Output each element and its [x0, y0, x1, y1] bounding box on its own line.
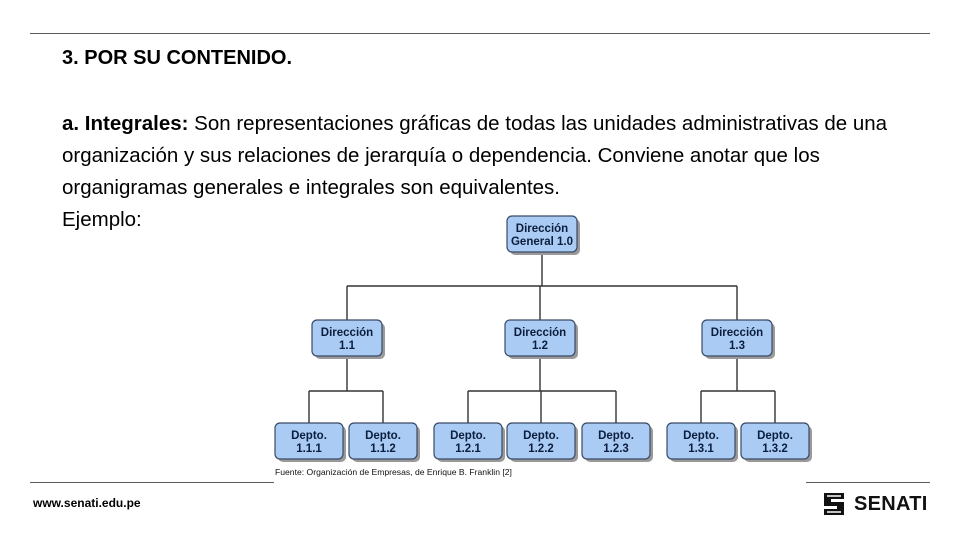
senati-s-icon	[824, 493, 844, 515]
example-label: Ejemplo:	[62, 208, 142, 231]
box-dept-3-2-label-line2: 1.3.2	[762, 443, 788, 455]
box-root-label-line2: General 1.0	[511, 236, 573, 248]
box-dept-2-1	[433, 422, 503, 460]
senati-logo-text: SENATI	[854, 492, 928, 515]
box-dept-3-1-label-line1: Depto.	[683, 430, 719, 442]
chart-source-caption: Fuente: Organización de Empresas, de Enr…	[275, 467, 512, 477]
definition-text: Son representaciones gráficas de todas l…	[62, 112, 888, 199]
box-root-label-line1: Dirección	[516, 223, 568, 235]
definition-paragraph: a. Integrales: Son representaciones gráf…	[62, 108, 922, 236]
senati-logo: SENATI	[820, 490, 928, 518]
box-direction-3-label-line1: Dirección	[711, 327, 763, 339]
box-dept-2-3-label-line2: 1.2.3	[603, 443, 629, 455]
box-dept-3-1-label-line2: 1.3.1	[688, 443, 714, 455]
box-dept-1-1-label-line1: Depto.	[291, 430, 327, 442]
footer-url[interactable]: www.senati.edu.pe	[33, 496, 141, 510]
box-dept-1-2-label-line1: Depto.	[365, 430, 401, 442]
box-direction-2-label-line2: 1.2	[532, 340, 548, 352]
box-dept-2-1-label-line1: Depto.	[450, 430, 486, 442]
box-direction-3	[701, 319, 773, 357]
box-dept-2-1-label-line2: 1.2.1	[455, 443, 481, 455]
box-dept-1-2	[348, 422, 418, 460]
slide-heading: 3. POR SU CONTENIDO.	[62, 47, 293, 69]
box-dept-2-3-label-line1: Depto.	[598, 430, 634, 442]
box-dept-3-2	[740, 422, 810, 460]
definition-term: a. Integrales:	[62, 112, 189, 135]
box-dept-2-2-label-line1: Depto.	[523, 430, 559, 442]
box-root	[506, 215, 578, 253]
box-direction-2	[504, 319, 576, 357]
box-direction-1-label-line1: Dirección	[321, 327, 373, 339]
box-dept-2-3	[581, 422, 651, 460]
bottom-divider-left	[30, 482, 274, 483]
box-dept-1-1-label-line2: 1.1.1	[296, 443, 322, 455]
box-direction-2-label-line1: Dirección	[514, 327, 566, 339]
box-dept-2-2-label-line2: 1.2.2	[528, 443, 554, 455]
box-direction-3-label-line2: 1.3	[729, 340, 745, 352]
box-dept-3-2-label-line1: Depto.	[757, 430, 793, 442]
box-dept-1-2-label-line2: 1.1.2	[370, 443, 396, 455]
top-divider	[30, 33, 930, 34]
box-dept-1-1	[274, 422, 344, 460]
box-dept-2-2	[506, 422, 576, 460]
bottom-divider-right	[806, 482, 930, 483]
box-direction-1	[311, 319, 383, 357]
box-direction-1-label-line2: 1.1	[339, 340, 356, 352]
box-dept-3-1	[666, 422, 736, 460]
